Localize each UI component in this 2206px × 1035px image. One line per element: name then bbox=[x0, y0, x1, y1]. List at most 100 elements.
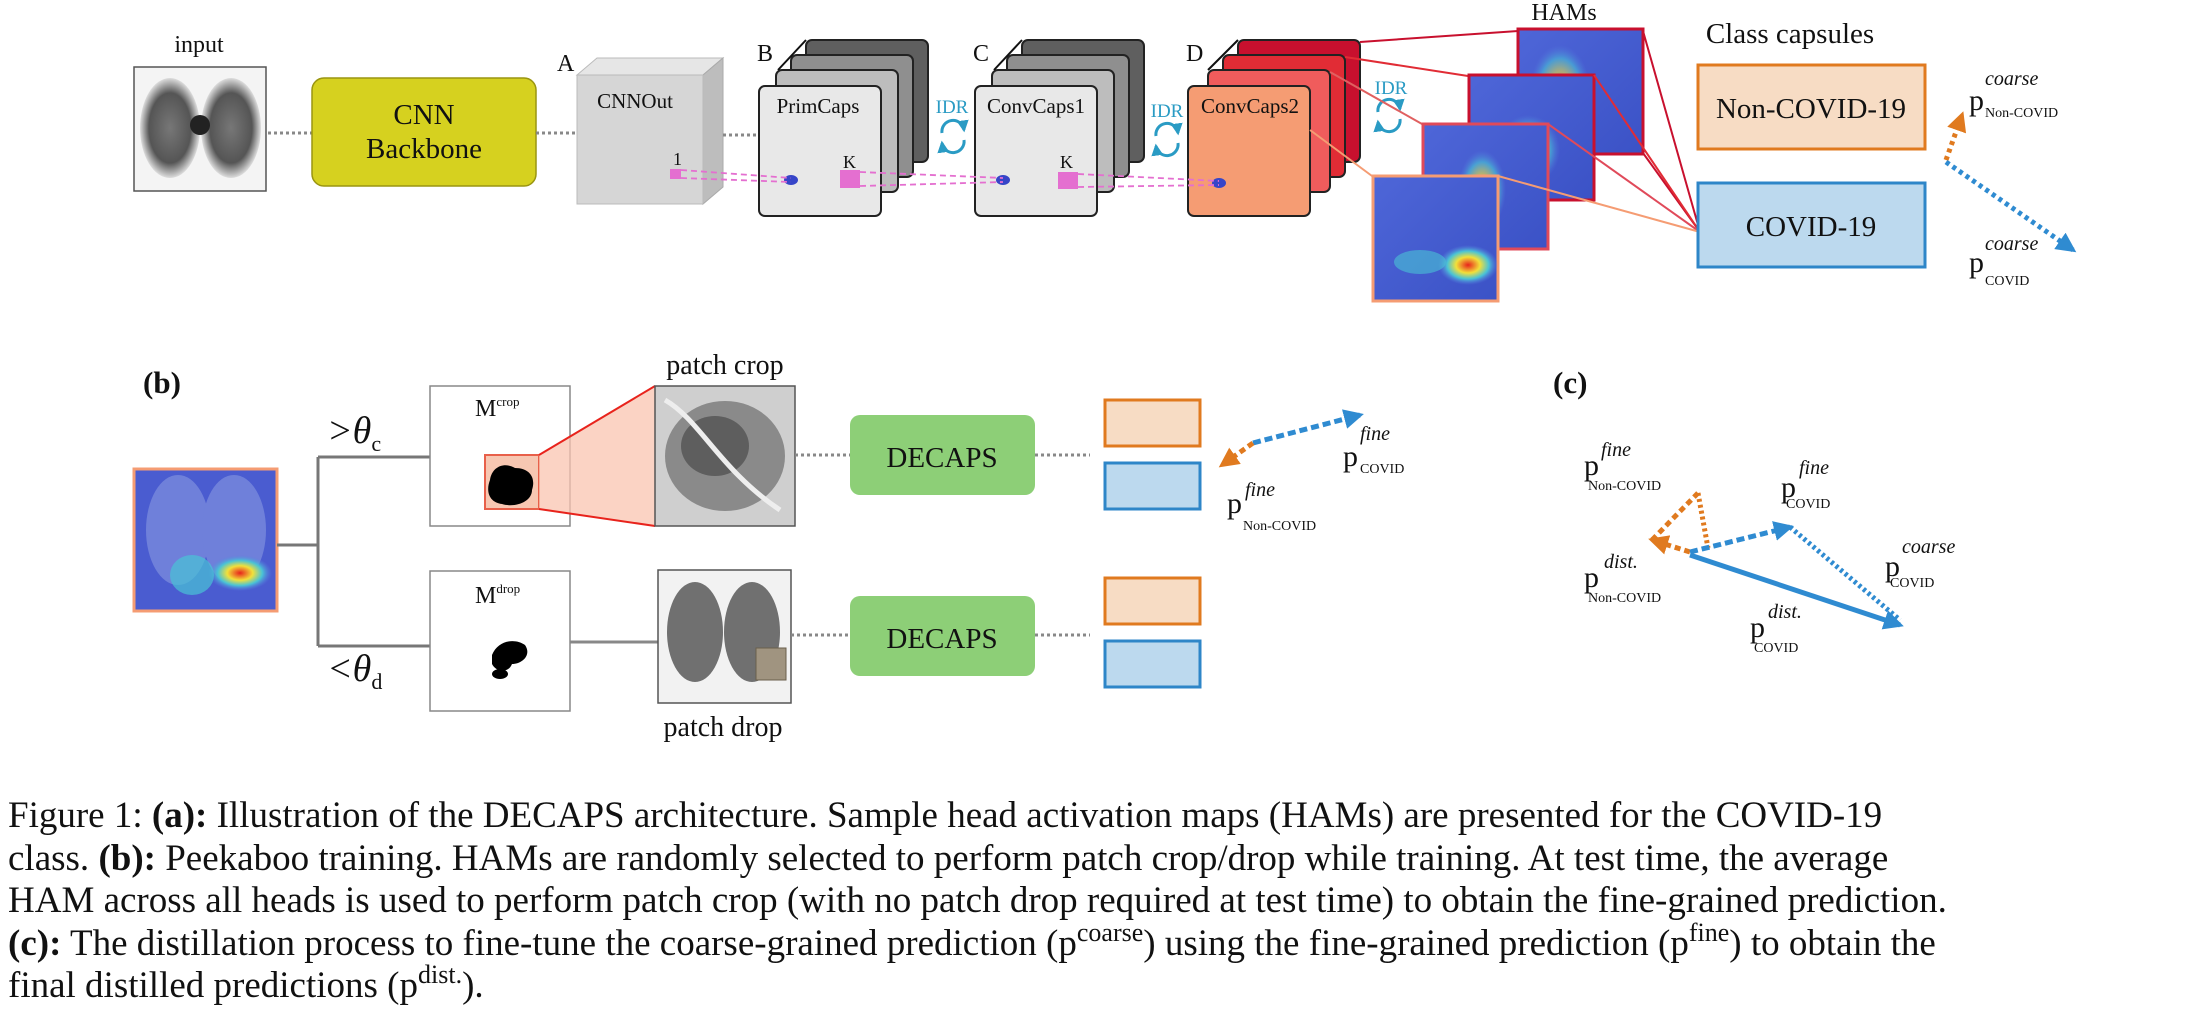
k-label-1: K bbox=[843, 152, 856, 172]
c-p-coarse-covid-sub: COVID bbox=[1890, 576, 1934, 591]
convcaps1-pixel bbox=[1058, 172, 1078, 189]
fine-covid-vector bbox=[1689, 521, 1794, 555]
c-p-fine-noncovid: p bbox=[1584, 449, 1599, 482]
idr-refresh-icon bbox=[1151, 142, 1180, 158]
fine-noncovid-vector bbox=[1648, 535, 1691, 555]
input-label: input bbox=[174, 32, 224, 58]
c-p-fine-covid-sup: fine bbox=[1799, 457, 1829, 479]
p-coarse-covid-sup: coarse bbox=[1985, 233, 2038, 255]
capsule-dot bbox=[784, 175, 798, 185]
decaps-label-drop: DECAPS bbox=[886, 623, 997, 655]
convcaps2-stack bbox=[1187, 39, 1361, 217]
noncovid-capsule-label: Non-COVID-19 bbox=[1716, 93, 1906, 125]
patch-drop-image bbox=[657, 569, 792, 704]
c-p-dist-noncovid: p bbox=[1584, 561, 1599, 594]
coarse-covid-arrow bbox=[1944, 159, 2077, 253]
mask-crop-blob bbox=[488, 465, 534, 506]
caption-line: HAM across all heads is used to perform … bbox=[8, 880, 2198, 923]
mask-crop-label: Mcrop bbox=[475, 394, 519, 422]
c-p-fine-noncovid-sub: Non-COVID bbox=[1588, 479, 1661, 494]
ham-projection-lines bbox=[1309, 30, 1519, 177]
cnn-backbone-block bbox=[311, 77, 537, 187]
covid-capsule-label: COVID-19 bbox=[1746, 211, 1877, 243]
p-coarse-noncovid: p bbox=[1969, 84, 1984, 117]
convcaps1-stack bbox=[974, 39, 1145, 217]
class-capsules-label: Class capsules bbox=[1706, 18, 1874, 50]
p-coarse-noncovid-sup: coarse bbox=[1985, 68, 2038, 90]
k-label-2: K bbox=[1060, 152, 1073, 172]
hams-label: HAMs bbox=[1531, 0, 1596, 26]
idr-refresh-icon bbox=[1373, 118, 1402, 134]
mask-drop-blob bbox=[492, 669, 508, 679]
coarse-covid-vector bbox=[1788, 525, 1902, 622]
mask-drop-blob bbox=[492, 641, 528, 671]
caption-text: The distillation process to fine-tune th… bbox=[61, 922, 1077, 964]
input-ct-image bbox=[133, 66, 267, 192]
capsule-dot bbox=[1212, 178, 1226, 188]
caption-text: ) to obtain the bbox=[1729, 922, 1936, 964]
letter-b: B bbox=[757, 41, 773, 67]
cnn-backbone-label-1: CNN bbox=[393, 99, 454, 131]
decaps-block-crop bbox=[850, 415, 1035, 495]
idr-label-3: IDR bbox=[1375, 78, 1408, 99]
letter-c: C bbox=[973, 41, 989, 67]
zoom-line bbox=[538, 385, 656, 456]
p-coarse-noncovid-sub: Non-COVID bbox=[1985, 106, 2058, 121]
idr-label-1: IDR bbox=[936, 97, 969, 118]
panel-b-label: (b) bbox=[143, 365, 181, 400]
capsule-covid-drop bbox=[1103, 639, 1202, 689]
patch-drop-label: patch drop bbox=[664, 712, 783, 743]
fine-covid-arrow bbox=[1252, 409, 1364, 446]
dist-noncovid-vector bbox=[1695, 492, 1711, 549]
caption-text: HAM across all heads is used to perform … bbox=[8, 880, 1947, 921]
letter-d: D bbox=[1186, 41, 1203, 67]
p-coarse-covid-sub: COVID bbox=[1985, 274, 2029, 289]
caption-bold: (b): bbox=[98, 837, 156, 879]
c-p-fine-noncovid-sup: fine bbox=[1601, 439, 1631, 461]
capsule-dot bbox=[996, 175, 1010, 185]
decaps-label-crop: DECAPS bbox=[886, 442, 997, 474]
p-fine-noncovid: p bbox=[1227, 487, 1242, 520]
c-p-coarse-covid-sup: coarse bbox=[1902, 536, 1955, 558]
dist-covid-vector bbox=[1689, 552, 1904, 630]
index-1-label: 1 bbox=[673, 149, 682, 169]
routing-lines bbox=[680, 169, 1220, 188]
caption-bold: (c): bbox=[8, 922, 62, 964]
noncovid-capsule bbox=[1696, 63, 1927, 151]
figure-caption: Figure 1: (a): Illustration of the DECAP… bbox=[8, 795, 2198, 1008]
p-fine-noncovid-sub: Non-COVID bbox=[1243, 519, 1316, 534]
zoom-cone bbox=[539, 386, 655, 526]
c-p-coarse-covid: p bbox=[1885, 550, 1900, 583]
caption-sup: dist. bbox=[418, 960, 463, 989]
p-fine-covid-sub: COVID bbox=[1360, 462, 1404, 477]
cnnout-label: CNNOut bbox=[597, 89, 673, 113]
ham-image-1 bbox=[1371, 174, 1500, 303]
patch-crop-image bbox=[654, 385, 796, 527]
threshold-drop-label: <θd bbox=[327, 648, 382, 694]
caption-text: ). bbox=[462, 965, 484, 1006]
idr-refresh-icon bbox=[1376, 97, 1405, 113]
idr-label-2: IDR bbox=[1151, 101, 1184, 122]
covid-capsule bbox=[1696, 181, 1927, 269]
primcaps-pixel bbox=[840, 170, 860, 188]
cnnout-pixel bbox=[670, 169, 681, 179]
p-fine-noncovid-sup: fine bbox=[1245, 479, 1275, 501]
convcaps1-label: ConvCaps1 bbox=[987, 94, 1085, 118]
mask-drop-label: Mdrop bbox=[475, 581, 520, 609]
caption-sup: fine bbox=[1688, 917, 1730, 947]
caption-line: class. (b): Peekaboo training. HAMs are … bbox=[8, 838, 2198, 881]
decaps-block-drop bbox=[850, 596, 1035, 676]
ham-input-image bbox=[132, 467, 279, 613]
caption-text: ) using the fine-grained prediction (p bbox=[1143, 922, 1689, 964]
mask-drop-box bbox=[429, 570, 571, 712]
branch-lines bbox=[277, 455, 430, 648]
c-p-fine-covid: p bbox=[1781, 471, 1796, 504]
c-p-dist-noncovid-sub: Non-COVID bbox=[1588, 591, 1661, 606]
caption-text: final distilled predictions (p bbox=[8, 965, 418, 1006]
c-p-fine-covid-sub: COVID bbox=[1786, 497, 1830, 512]
idr-refresh-icon bbox=[937, 139, 966, 155]
panel-c-label: (c) bbox=[1553, 365, 1587, 400]
caption-text: Illustration of the DECAPS architecture.… bbox=[207, 795, 1883, 836]
idr-refresh-icon bbox=[940, 118, 969, 134]
c-p-dist-noncovid-sup: dist. bbox=[1604, 551, 1638, 573]
